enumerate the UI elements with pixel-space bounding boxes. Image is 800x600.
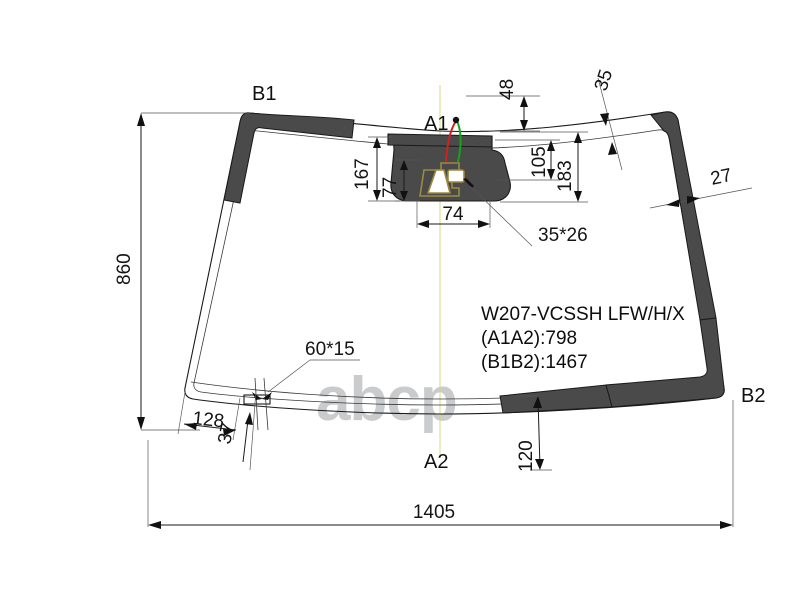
arrow-74-right: [478, 220, 490, 228]
arrow-77-bottom: [400, 191, 408, 201]
arrow-1405-left: [148, 521, 161, 529]
dimension-label-35: 35: [591, 67, 618, 94]
arrow-860-top: [137, 113, 145, 126]
ext-27-line: [649, 187, 753, 209]
dimline-37: [242, 419, 249, 463]
arrow-35-b: [608, 142, 617, 155]
arrow-105-top: [547, 140, 555, 151]
sensor-pad-extline-b: [263, 377, 269, 431]
dimension-label-105: 105: [529, 146, 550, 178]
dimension-label-35x26: 35*26: [538, 225, 588, 246]
dimension-label-120: 120: [516, 440, 537, 472]
arrow-128-a: [184, 423, 197, 430]
wire-red: [445, 120, 457, 163]
ext-35-line: [597, 77, 623, 171]
dimension-label-48: 48: [497, 79, 518, 100]
point-label-a2: A2: [424, 451, 448, 473]
camera-window-pointer: [463, 178, 474, 188]
dimension-label-27: 27: [709, 165, 734, 190]
ceramic-band-top-left: [223, 112, 355, 204]
arrow-167-bottom: [373, 190, 381, 201]
arrow-183-top: [574, 132, 582, 143]
arrow-128-b: [223, 429, 236, 436]
arrow-48-top: [520, 96, 528, 107]
dimension-label-1405: 1405: [413, 502, 455, 523]
point-label-a1: A1: [424, 113, 448, 135]
arrow-37-top: [245, 412, 253, 425]
arrow-120-bottom: [535, 459, 544, 470]
arrow-183-bottom: [574, 191, 582, 202]
watermark-text: abcp: [316, 365, 457, 434]
leader-35x26: [469, 185, 533, 247]
spec-line-b1b2: (B1B2):1467: [481, 352, 588, 373]
dimension-label-37: 37: [214, 421, 239, 446]
dimension-label-74: 74: [442, 204, 464, 225]
dimension-label-60x15: 60*15: [305, 339, 355, 360]
spec-line-part-code: W207-VCSSH LFW/H/X: [481, 304, 685, 325]
ceramic-band-bottom-center: [499, 384, 613, 414]
camera-window: [447, 169, 465, 183]
dimension-label-167: 167: [352, 158, 373, 190]
arrow-48-bottom: [520, 120, 528, 131]
arrow-74-left: [417, 220, 429, 228]
sensor-pad-extline-a: [254, 377, 259, 431]
ext-128-a: [177, 391, 186, 435]
dimline-120: [537, 397, 541, 469]
arrow-167-top: [373, 137, 381, 148]
sensor-pad-arrow-b: [262, 392, 272, 400]
ext-37-a: [249, 389, 257, 471]
ceramic-band-right-lower: [605, 317, 725, 408]
sensor-pad-rect: [243, 394, 271, 405]
arrow-120-top: [533, 396, 542, 408]
dimension-label-128: 128: [191, 408, 225, 432]
arrow-1405-right: [720, 521, 733, 529]
sensor-body: [426, 169, 452, 194]
sensor-pad-arrow-a: [252, 392, 262, 400]
spec-line-a1a2: (A1A2):798: [481, 328, 577, 349]
arrow-77-top: [400, 160, 408, 170]
ext-128-b: [232, 397, 241, 441]
wire-green: [456, 120, 462, 163]
wire-terminal: [452, 116, 460, 124]
dimension-label-77: 77: [380, 177, 401, 198]
dimension-label-183: 183: [555, 160, 576, 192]
arrow-27-b: [687, 196, 700, 204]
arrow-27-a: [666, 199, 680, 207]
point-label-b1: B1: [252, 83, 276, 105]
arrow-860-bottom: [137, 417, 145, 430]
leader-60x15: [267, 359, 311, 393]
ceramic-band-bottom-right: [650, 111, 717, 321]
mirror-bracket-flange: [387, 133, 493, 148]
dimension-label-860: 860: [114, 253, 135, 285]
arrow-35-a: [600, 113, 609, 126]
arrow-105-bottom: [547, 169, 555, 180]
point-label-b2: B2: [741, 385, 765, 407]
